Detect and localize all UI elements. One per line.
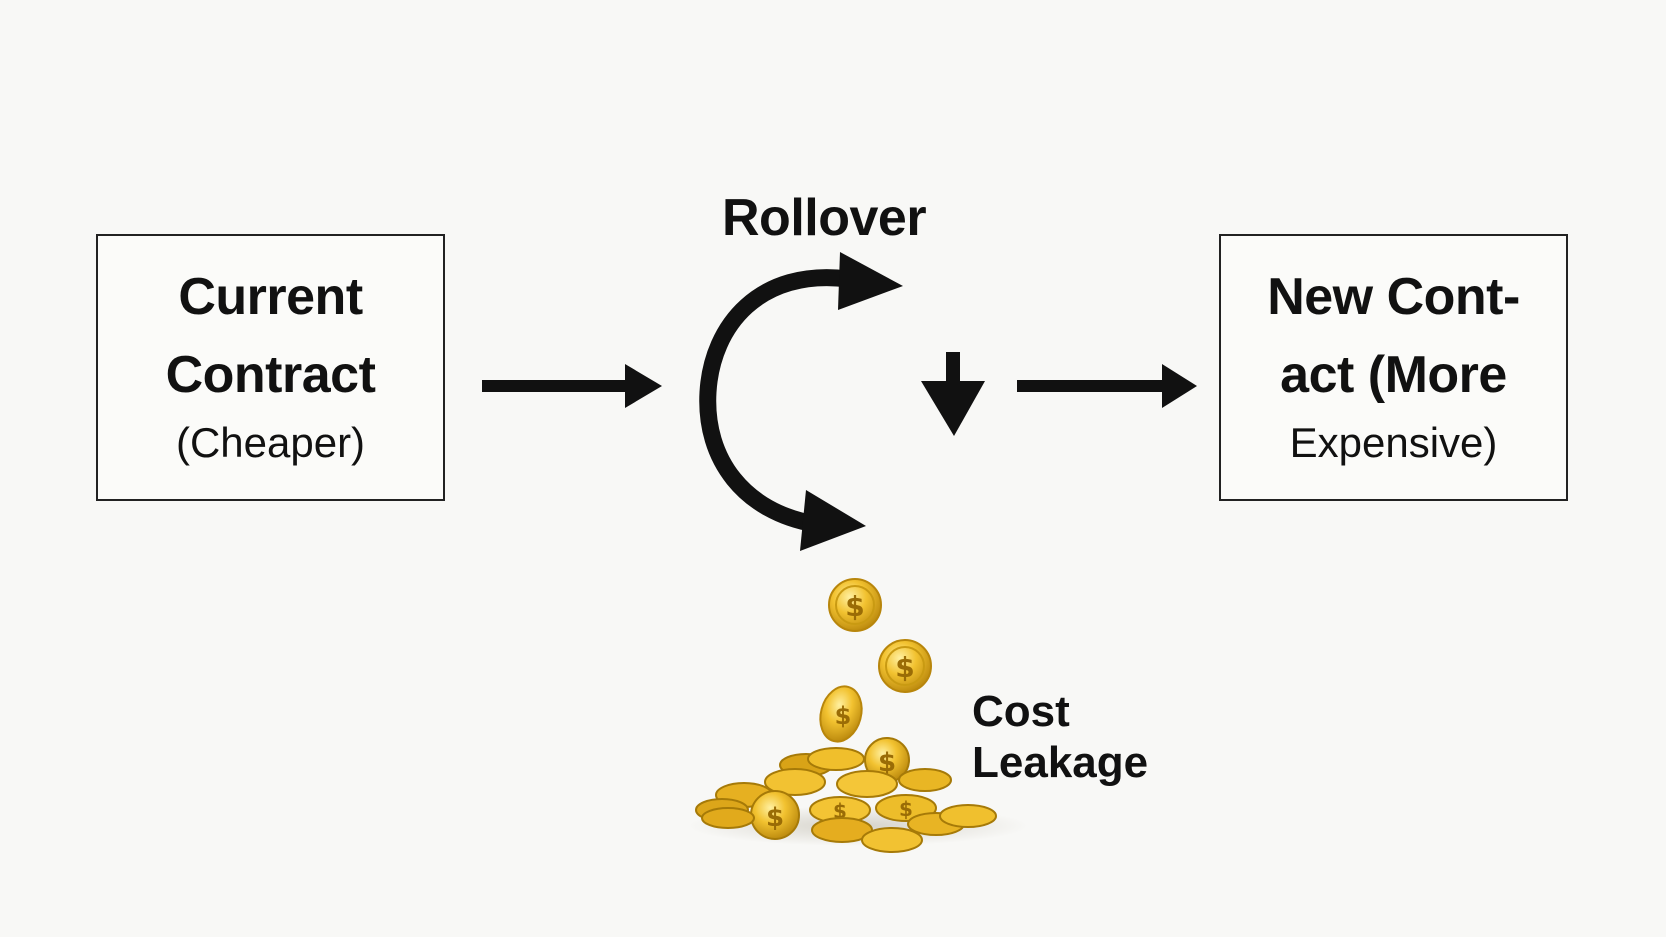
- arrow-right-icon: [482, 364, 662, 408]
- current-contract-box: Current Contract (Cheaper): [96, 234, 445, 501]
- new-contract-title-line2: act (More: [1280, 346, 1507, 404]
- new-contract-subtitle: Expensive): [1289, 419, 1498, 466]
- coin-pile: $ $ $ $: [695, 737, 997, 853]
- current-contract-subtitle: (Cheaper): [175, 419, 366, 466]
- dollar-coin-icon: $: [819, 685, 863, 743]
- dollar-coin-icon: $: [878, 639, 932, 693]
- current-contract-title-line1: Current: [178, 268, 363, 326]
- cost-leakage-line2: Leakage: [972, 738, 1149, 787]
- svg-text:$: $: [899, 797, 913, 821]
- dollar-coin-icon: $: [828, 578, 882, 632]
- cost-leakage-label: Cost Leakage: [972, 686, 1148, 788]
- svg-text:$: $: [766, 803, 784, 833]
- new-contract-title-line1: New Cont-: [1267, 268, 1520, 326]
- current-contract-title-line2: Contract: [165, 346, 376, 404]
- new-contract-box: New Cont- act (More Expensive): [1219, 234, 1568, 501]
- svg-text:$: $: [845, 590, 864, 623]
- svg-text:$: $: [833, 799, 847, 823]
- curved-arrow-icon: [699, 252, 903, 551]
- coins-icon: $ $ $ $: [688, 578, 1028, 853]
- arrow-right-icon: [1017, 364, 1197, 408]
- rollover-label: Rollover: [722, 189, 927, 247]
- cost-leakage-line1: Cost: [972, 687, 1070, 736]
- svg-text:$: $: [835, 702, 852, 730]
- arrow-down-icon: [921, 352, 985, 436]
- svg-text:$: $: [878, 748, 896, 778]
- svg-text:$: $: [895, 651, 914, 684]
